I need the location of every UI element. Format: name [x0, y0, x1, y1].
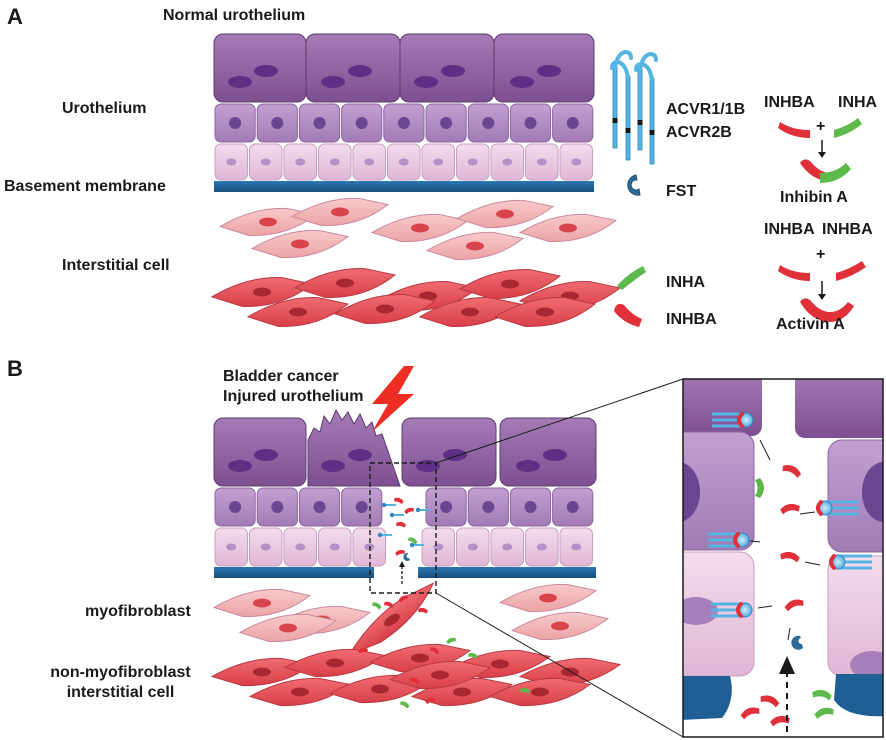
panel-b-title-line2: Injured urothelium: [223, 388, 364, 405]
inhibin-a-scheme: [778, 118, 862, 183]
inhba-legend-icon: [614, 303, 642, 327]
zoom-selection-box: [369, 462, 437, 594]
legend-inhba: INHBA: [666, 311, 717, 328]
panel-a-letter: A: [7, 4, 23, 29]
inhibin-result: Inhibin A: [780, 189, 848, 206]
activin-left-label: INHBA: [764, 221, 815, 238]
secreted-proteins: [358, 497, 530, 709]
activin-result: Activin A: [776, 316, 845, 333]
activin-a-scheme: [778, 261, 866, 322]
basal-cell-layer: [214, 143, 593, 181]
inhibin-plus: +: [816, 118, 826, 135]
interstitial-cells-b: [210, 582, 622, 707]
interstitial-cells: [210, 197, 622, 327]
intermediate-cell-layer: [214, 103, 594, 143]
fst-legend-icon: [627, 174, 641, 196]
label-myofibroblast: myofibroblast: [85, 603, 191, 620]
panel-a-title: Normal urothelium: [163, 7, 306, 24]
panel-a-urothelium: [210, 33, 622, 327]
zoom-inset: [682, 378, 884, 738]
umbrella-cell-layer: [213, 33, 595, 103]
zoom-connector-top: [435, 378, 684, 464]
legend-receptor-2: ACVR2B: [666, 124, 732, 141]
umbrella-cell-layer-b: [213, 408, 597, 487]
layer-label-basement-membrane: Basement membrane: [4, 178, 166, 195]
receptor-glyphs: [610, 49, 658, 165]
label-non-myofibroblast-line1: non-myofibroblast: [50, 664, 191, 681]
inhibin-right-label: INHA: [838, 94, 878, 111]
basement-membrane: [214, 181, 594, 192]
legend-inha: INHA: [666, 274, 706, 291]
zoom-connector-bottom: [435, 592, 684, 738]
activin-plus: +: [816, 246, 826, 263]
basement-membrane-right: [418, 567, 596, 578]
label-non-myofibroblast-line2: interstitial cell: [66, 684, 175, 701]
inhibin-left-label: INHBA: [764, 94, 815, 111]
layer-label-urothelium: Urothelium: [62, 100, 147, 117]
activin-right-label: INHBA: [822, 221, 873, 238]
panel-b-letter: B: [7, 356, 23, 381]
basement-membrane-left: [214, 567, 374, 578]
lightning-bolt-icon: [372, 366, 414, 432]
intermediate-cell-layer-b: [214, 487, 594, 527]
panel-b-title-line1: Bladder cancer: [223, 368, 339, 385]
legend-fst: FST: [666, 183, 697, 200]
layer-label-interstitial-cell: Interstitial cell: [62, 257, 170, 274]
legend-receptor-1: ACVR1/1B: [666, 101, 746, 118]
panel-b-urothelium: [210, 408, 622, 709]
inha-legend-icon: [617, 266, 646, 290]
basal-cell-layer-b: [214, 527, 593, 567]
